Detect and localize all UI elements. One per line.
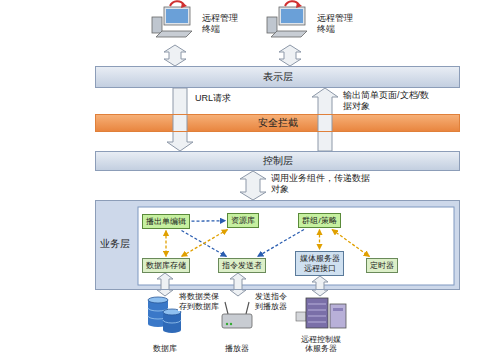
security-band: 安全拦截 (95, 114, 460, 132)
terminal-label: 远程管理终端 (317, 13, 357, 35)
layer-band: 控制层 (95, 151, 460, 171)
block-arrow (279, 45, 301, 66)
edge-label: URL请求 (194, 93, 256, 104)
dashed-connector (165, 231, 166, 257)
edge-label: 调用业务组件，传递数据对象 (270, 173, 376, 195)
block-arrow (167, 88, 193, 151)
terminal-icon (152, 1, 192, 37)
layer-title: 表示层 (263, 70, 293, 84)
server-icon (296, 298, 346, 328)
block-arrow (312, 276, 328, 296)
layer-title: 安全拦截 (258, 116, 298, 130)
module-box: 群组/策略 (298, 213, 341, 228)
module-label: 指令发送者 (222, 261, 262, 271)
edge-label: 发送指令到播放器 (254, 292, 290, 311)
database-icon (148, 297, 181, 333)
device-node: 远程控制媒体服务器 (290, 296, 352, 354)
module-box: 定时器 (366, 258, 398, 273)
player-icon (222, 302, 252, 328)
edge-label: 将数据类保存到数据库 (178, 292, 222, 311)
module-label: 定时器 (370, 261, 394, 271)
dashed-connector (319, 230, 320, 250)
module-box: 播出单编辑 (142, 214, 190, 229)
layer-band: 表示层 (95, 66, 460, 88)
layer-title: 控制层 (263, 154, 293, 168)
module-label: 群组/策略 (302, 216, 336, 226)
dashed-connector (192, 220, 226, 222)
device-label: 远程控制媒体服务器 (299, 335, 343, 354)
edge-label: 输出简单页面/文档/数据对象 (342, 90, 436, 112)
block-arrow (164, 45, 186, 66)
module-box: 指令发送者 (218, 258, 266, 273)
layer-title: 业务层 (100, 237, 130, 251)
module-label: 媒体服务器远程接口 (299, 254, 340, 273)
business-ground (95, 200, 460, 290)
dashed-connector (181, 230, 227, 257)
security-ground (95, 114, 460, 132)
module-box: 媒体服务器远程接口 (295, 251, 344, 276)
terminal-node: 远程管理终端 (150, 3, 245, 45)
block-arrow (240, 171, 266, 200)
business-layer: 业务层 播出单编辑 资源库 群组/策略数据库存储 指令发送者 媒体服务器远程接口 定时器 (95, 200, 460, 290)
terminal-icon (267, 1, 307, 37)
module-frame (138, 207, 454, 285)
device-label: 播放器 (212, 344, 262, 354)
terminal-label: 远程管理终端 (202, 13, 242, 35)
terminal-node: 远程管理终端 (265, 3, 360, 45)
module-box: 数据库存储 (142, 258, 190, 273)
module-label: 数据库存储 (146, 261, 186, 271)
module-box: 资源库 (227, 213, 259, 228)
block-arrow (312, 88, 338, 151)
block-arrow (230, 273, 246, 296)
block-arrow (157, 273, 173, 296)
module-label: 播出单编辑 (146, 217, 186, 227)
device-label: 数据库 (140, 344, 190, 354)
module-label: 资源库 (231, 216, 255, 226)
